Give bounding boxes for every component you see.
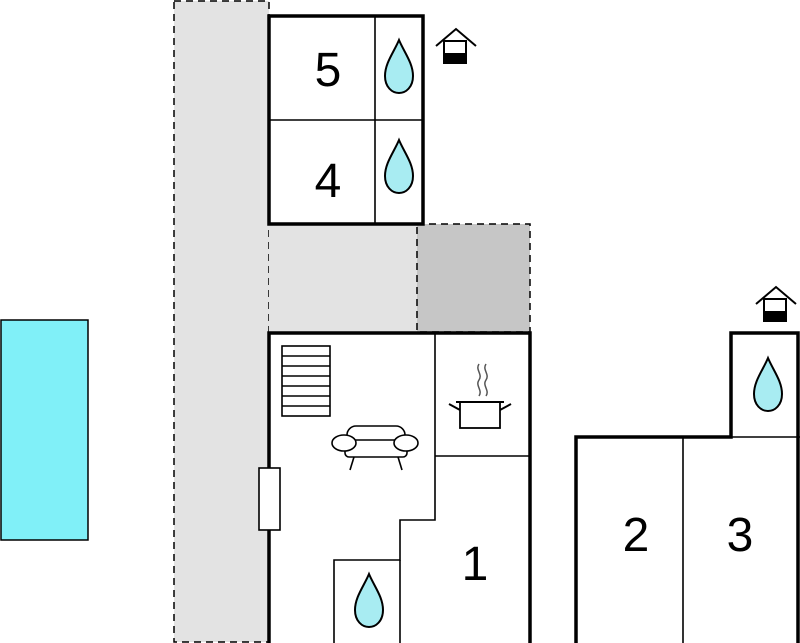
water-drop-icon [383,37,415,95]
room-1-label: 1 [462,538,489,591]
swimming-pool [0,319,89,541]
window [258,467,281,531]
water-drop-icon [752,355,784,413]
building-right: 2 3 [574,331,800,643]
covered-terrace [416,223,531,333]
room-4-label: 4 [315,155,342,208]
terrace-area [269,224,417,332]
cooking-pot-icon [448,363,512,429]
room-5-label: 5 [315,44,342,97]
house-entrance-icon [435,27,477,64]
terrace-strip [173,0,270,643]
room-2-label: 2 [623,509,650,562]
sofa-icon [331,425,419,471]
building-upper: 5 4 [267,14,425,226]
room-3-label: 3 [727,509,754,562]
stairs-icon [281,345,331,417]
building-main: 1 [258,331,532,643]
water-drop-icon [383,137,415,195]
water-drop-icon [353,571,385,629]
house-entrance-icon [755,285,797,322]
